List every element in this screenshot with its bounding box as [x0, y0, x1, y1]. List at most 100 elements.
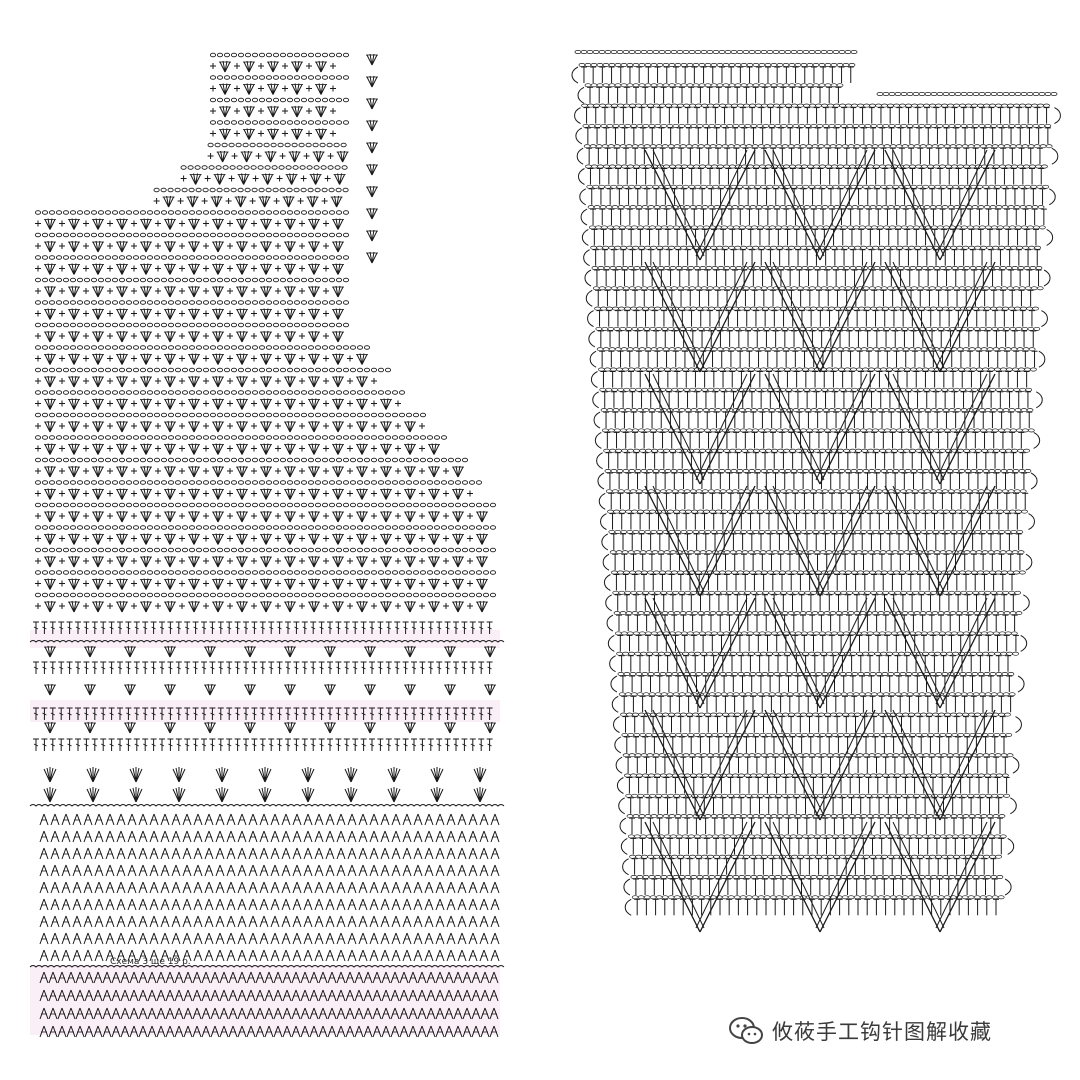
left-chart-mark: [216, 502, 224, 508]
triangle-stitch: [270, 830, 280, 843]
sleeve-chart-mark: [639, 164, 646, 169]
left-chart-mark: [349, 435, 357, 440]
sleeve-chart-mark: [689, 205, 697, 210]
left-chart-mark: [153, 322, 161, 328]
fan-stitch: [307, 533, 321, 545]
left-chart-mark: [398, 547, 406, 553]
sleeve-chart-mark: [1023, 164, 1030, 169]
sleeve-chart-mark: [638, 83, 646, 88]
fan-stitch: [379, 578, 393, 590]
triangle-stitch: [50, 898, 60, 911]
fan-stitch: [139, 263, 153, 275]
left-chart-mark: [188, 457, 196, 463]
left-chart-mark: [482, 502, 490, 508]
left-chart-mark: [55, 525, 63, 530]
left-chart-mark: [482, 592, 490, 598]
sleeve-chart-mark: [1027, 144, 1035, 149]
left-chart-mark: [265, 75, 273, 80]
triangle-stitch: [336, 847, 346, 860]
left-chart-mark: [433, 547, 441, 553]
sleeve-chart-mark: [776, 83, 784, 88]
left-chart-mark: [174, 187, 181, 193]
left-chart-mark: [342, 322, 350, 328]
sleeve-chart-mark: [722, 245, 729, 250]
double-crochet-stitch: [452, 738, 460, 752]
left-chart-mark: [237, 52, 245, 58]
left-chart-mark: [286, 525, 294, 530]
triangle-stitch: [314, 847, 324, 860]
sleeve-chart-mark: [597, 266, 605, 270]
sleeve-chart-mark: [643, 144, 651, 149]
large-fan-stitch: [430, 786, 444, 803]
sleeve-chart-mark: [614, 245, 621, 250]
large-fan-stitch: [473, 786, 487, 803]
left-chart-mark: [342, 300, 350, 305]
left-chart-mark: [195, 300, 203, 305]
triangle-stitch: [215, 813, 225, 826]
fan-stitch: [91, 420, 105, 433]
sleeve-chart-mark: [706, 184, 714, 189]
triangle-stitch: [281, 898, 291, 911]
left-chart-mark: [34, 592, 42, 598]
left-chart-mark: [340, 142, 347, 148]
fan-stitch: [139, 510, 153, 523]
left-chart-mark: [195, 322, 203, 328]
left-chart-mark: [286, 255, 294, 260]
left-chart-mark: [118, 255, 126, 260]
triangle-stitch: [259, 915, 269, 928]
left-chart-mark: [356, 547, 364, 553]
fan-stitch: [163, 398, 177, 410]
sleeve-chart-mark: [967, 144, 975, 149]
sleeve-chart-mark: [586, 184, 594, 189]
left-chart-mark: [209, 210, 217, 215]
left-chart-mark: [237, 187, 244, 193]
left-chart-mark: [307, 525, 315, 530]
fan-stitch: [163, 420, 177, 433]
triangle-stitch: [171, 898, 181, 911]
sleeve-chart-mark: [626, 83, 634, 88]
triangle-stitch: [182, 830, 192, 843]
triangle-stitch: [446, 898, 456, 911]
left-chart-mark: [272, 480, 280, 485]
left-chart-mark: [279, 255, 287, 260]
left-chart-mark: [327, 165, 334, 170]
sleeve-chart-mark: [662, 83, 670, 88]
fan-stitch: [235, 398, 249, 410]
left-chart-mark: [433, 480, 441, 485]
sleeve-chart-mark: [618, 123, 626, 128]
sleeve-chart-mark: [890, 245, 897, 250]
fan-stitch: [163, 600, 177, 613]
fan-stitch: [211, 533, 225, 545]
fan-stitch: [43, 533, 57, 545]
triangle-stitch: [248, 847, 258, 860]
left-chart-mark: [370, 390, 378, 395]
fan-stitch: [307, 398, 321, 410]
sleeve-chart-mark: [609, 164, 616, 169]
left-chart-mark: [139, 322, 147, 328]
triangle-stitch: [215, 830, 225, 843]
sleeve-chart-mark: [681, 164, 688, 169]
left-chart-mark: [405, 457, 413, 463]
left-chart-mark: [270, 142, 277, 148]
triangle-stitch: [402, 847, 412, 860]
left-chart-mark: [251, 52, 259, 58]
sleeve-chart-mark: [633, 266, 641, 270]
triangle-stitch: [435, 898, 445, 911]
left-chart-mark: [335, 480, 343, 485]
left-chart-mark: [195, 367, 203, 373]
fan-stitch: [259, 375, 273, 388]
sleeve-chart-mark: [840, 123, 848, 128]
left-chart-mark: [125, 502, 133, 508]
sleeve-chart-mark: [806, 245, 813, 250]
double-crochet-stitch: [108, 661, 116, 675]
left-chart-mark: [299, 165, 306, 170]
sleeve-chart-mark: [909, 164, 916, 169]
left-chart-mark: [286, 75, 294, 80]
fan-stitch: [91, 555, 105, 568]
sleeve-chart-mark: [925, 144, 933, 149]
sleeve-chart-mark: [590, 83, 598, 88]
left-chart-mark: [258, 367, 266, 373]
left-chart-mark: [207, 142, 214, 148]
sleeve-chart-mark: [879, 164, 886, 169]
fan-stitch: [336, 150, 350, 163]
